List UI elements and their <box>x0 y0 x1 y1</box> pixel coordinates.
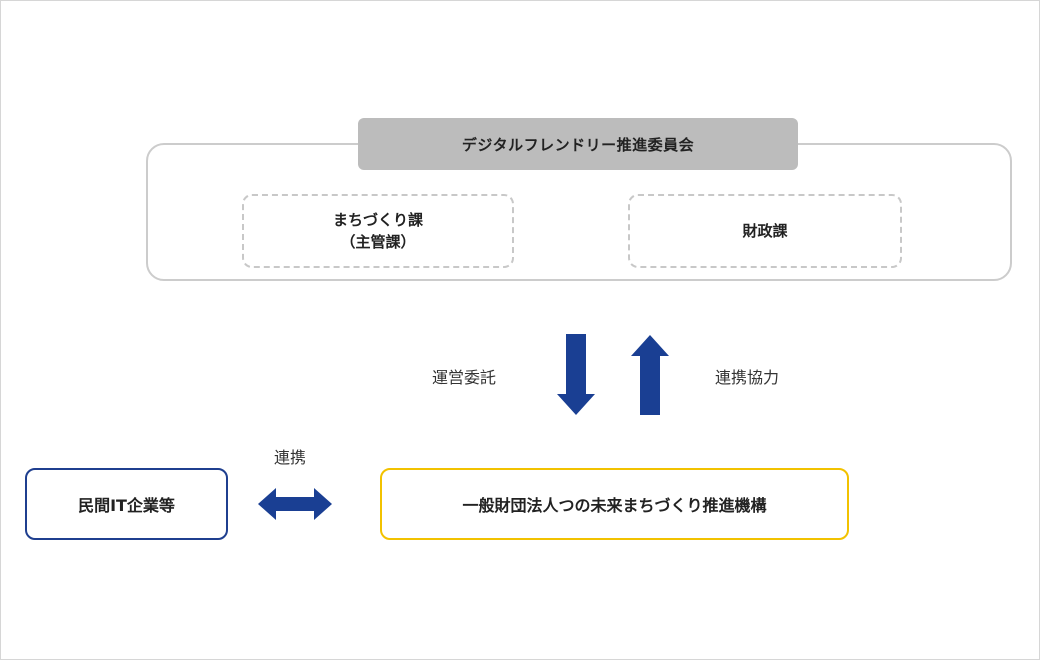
dept-finance-name: 財政課 <box>742 222 788 240</box>
down-arrow-icon <box>557 334 595 415</box>
cooperate-label: 連携協力 <box>715 368 780 387</box>
double-arrow-icon <box>258 488 332 520</box>
committee-title: デジタルフレンドリー推進委員会 <box>358 118 798 170</box>
committee-title-text: デジタルフレンドリー推進委員会 <box>461 135 695 154</box>
dept-machizukuri-role: （主管課） <box>340 233 416 251</box>
private-it-label: 民間IT企業等 <box>78 496 175 515</box>
up-arrow-shape <box>631 335 669 415</box>
down-arrow-shape <box>557 334 595 415</box>
foundation-box: 一般財団法人つの未来まちづくり推進機構 <box>380 468 849 540</box>
dept-box-finance: 財政課 <box>628 194 902 268</box>
dept-machizukuri-name: まちづくり課 <box>332 211 423 229</box>
double-arrow-shape <box>258 488 332 520</box>
foundation-label: 一般財団法人つの未来まちづくり推進機構 <box>462 496 767 515</box>
outsource-label: 運営委託 <box>432 368 497 387</box>
up-arrow-icon <box>631 335 669 415</box>
dept-box-machizukuri: まちづくり課 （主管課） <box>242 194 514 268</box>
private-it-box: 民間IT企業等 <box>25 468 228 540</box>
partner-label: 連携 <box>274 448 307 467</box>
